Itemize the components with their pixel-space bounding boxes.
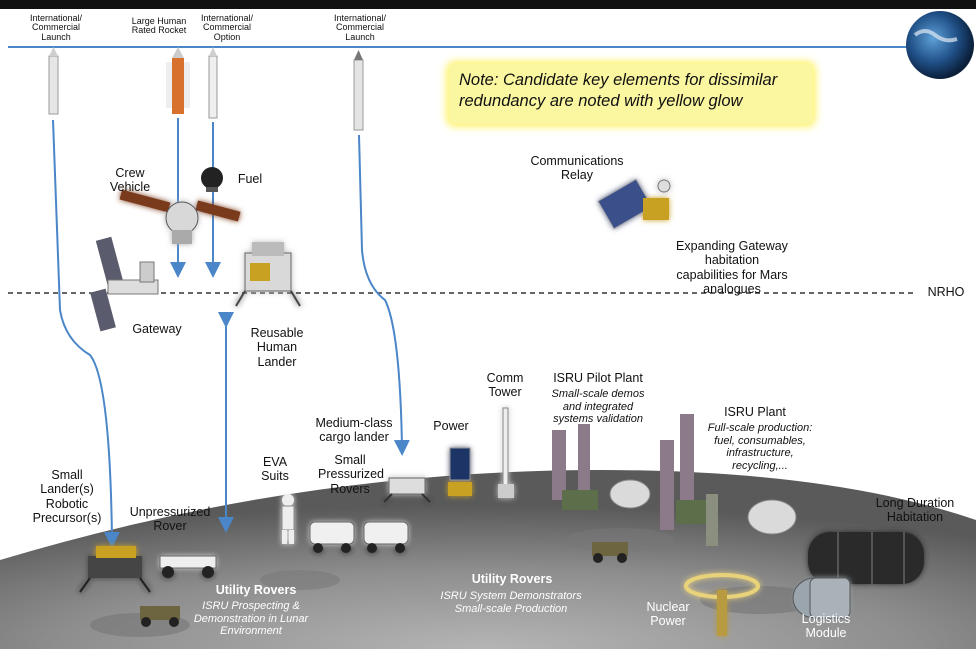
cargo-lander-icon [383, 477, 431, 503]
isru-plant-icon [660, 414, 797, 546]
label-isru-pilot-desc: Small-scale demos and integrated systems… [551, 388, 645, 426]
nuclear-power-icon [684, 573, 760, 636]
label-reusable-lander: Reusable Human Lander [250, 326, 304, 369]
earth-globe [906, 11, 974, 79]
label-logistics: Logistics Module [801, 612, 851, 641]
label-isru-pilot: ISRU Pilot Plant [553, 371, 643, 385]
path-precursor [52, 119, 120, 548]
label-isru-plant-desc: Full-scale production: fuel, consumables… [707, 422, 813, 472]
eva-suit-icon [281, 494, 295, 544]
large-human-rocket [166, 47, 190, 114]
utility-rover-1-icon [140, 606, 180, 627]
label-comms-relay: Communications Relay [530, 154, 624, 183]
label-fuel: Fuel [237, 172, 263, 186]
fuel-tank-icon [201, 167, 223, 192]
utility-rover-2-icon [592, 542, 628, 563]
label-utility-rovers-1-desc: ISRU Prospecting & Demonstration in Luna… [193, 600, 309, 638]
isru-pilot-plant-icon [552, 424, 651, 510]
crew-vehicle-icon [119, 189, 241, 244]
label-nrho: NRHO [927, 285, 965, 299]
note-callout: Note: Candidate key elements for dissimi… [449, 64, 813, 124]
top-border [0, 0, 976, 9]
label-utility-rovers-1: Utility Rovers [215, 583, 297, 597]
label-small-lander: Small Lander(s) Robotic Precursor(s) [32, 468, 102, 526]
label-intl-launch-1: International/ Commercial Launch [29, 13, 83, 42]
label-expanding-gateway: Expanding Gateway habitation capabilitie… [676, 239, 788, 297]
label-cargo-lander: Medium-class cargo lander [315, 416, 393, 445]
label-unpressurized-rover: Unpressurized Rover [129, 505, 211, 534]
path-cargo [358, 134, 410, 456]
label-large-rocket: Large Human Rated Rocket [131, 16, 187, 36]
gateway-icon [90, 236, 159, 332]
reusable-lander-icon [235, 242, 301, 307]
power-icon [448, 447, 472, 496]
long-duration-habitation-icon [808, 532, 924, 584]
comms-relay-icon [597, 178, 671, 230]
label-nuclear-power: Nuclear Power [646, 600, 690, 629]
option-rocket [208, 47, 218, 119]
pressurized-rovers-icon [309, 521, 409, 553]
launch-rocket-2 [353, 50, 364, 131]
label-gateway: Gateway [132, 322, 182, 336]
small-lander-icon [79, 546, 151, 593]
label-crew-vehicle: Crew Vehicle [109, 166, 151, 195]
label-utility-rovers-2: Utility Rovers [471, 572, 553, 586]
label-comm-tower: Comm Tower [486, 371, 524, 400]
comm-tower-icon [498, 407, 514, 498]
label-utility-rovers-2-desc: ISRU System Demonstrators Small-scale Pr… [440, 590, 582, 615]
label-isru-plant: ISRU Plant [724, 405, 786, 419]
unpressurized-rover-icon [159, 555, 217, 578]
label-long-duration: Long Duration Habitation [875, 496, 955, 525]
label-intl-launch-2: International/ Commercial Launch [333, 13, 387, 42]
label-power: Power [433, 419, 469, 433]
label-eva-suits: EVA Suits [261, 455, 289, 484]
logistics-module-icon [792, 577, 851, 619]
label-pressurized-rovers: Small Pressurized Rovers [318, 453, 384, 496]
label-intl-option: International/ Commercial Option [200, 13, 254, 42]
launch-rocket-1 [48, 47, 59, 115]
